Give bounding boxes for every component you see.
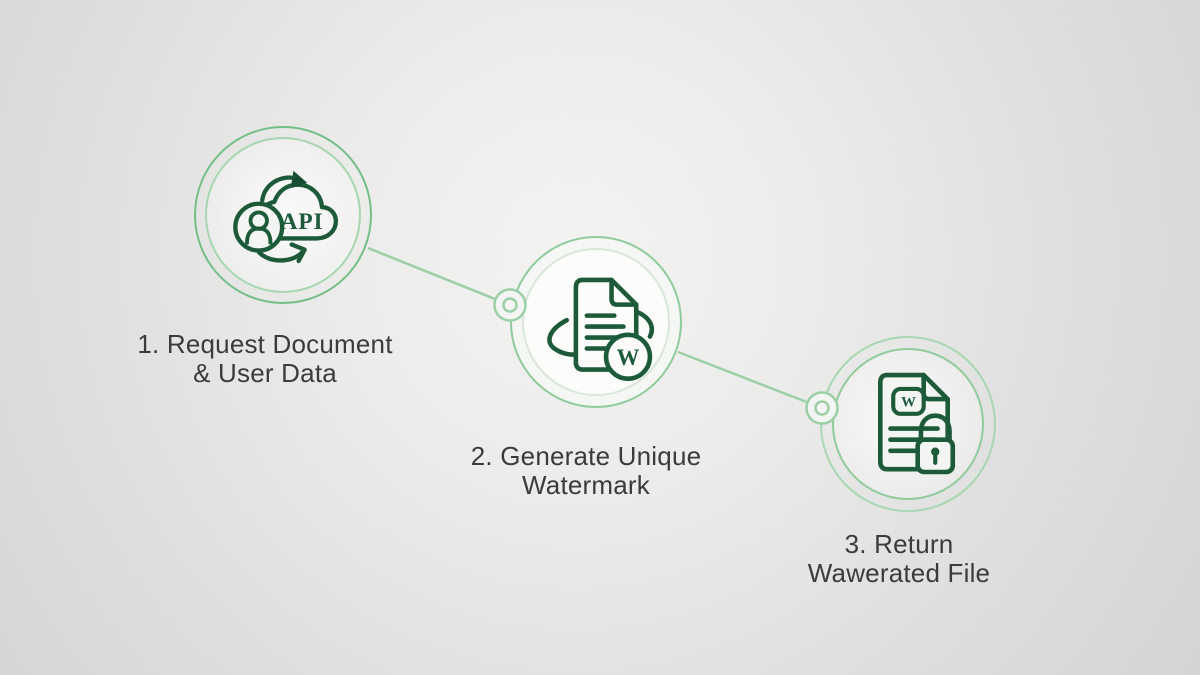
- step-2-label: 2. Generate Unique Watermark: [426, 442, 746, 500]
- lock-shackle: [918, 413, 952, 444]
- step-1-label-line1: 1. Request Document: [137, 329, 393, 359]
- document-fold: [609, 277, 639, 307]
- watermark-letter: W: [617, 345, 640, 370]
- connector-line-1-2: [367, 246, 511, 307]
- arrowhead-top: [290, 170, 308, 189]
- step-3-label-line1: 3. Return: [844, 529, 954, 559]
- step-2-circle: W: [510, 236, 682, 408]
- watermark-document-icon: W: [547, 277, 655, 381]
- step-1-label-line2: & User Data: [193, 358, 337, 388]
- api-cloud-icon: API: [233, 170, 339, 264]
- lock-keyhole: [931, 447, 940, 456]
- watermark-badge-rect: [891, 386, 926, 416]
- user-shoulders: [245, 226, 273, 245]
- step-3-label-line2: Wawerated File: [807, 558, 991, 588]
- step-3-circle: W: [820, 336, 996, 512]
- api-label: API: [281, 209, 324, 235]
- refresh-arrow-bottom: [254, 247, 306, 263]
- step-3-label: 3. Return Wawerated File: [739, 530, 1059, 588]
- step-2-label-line2: Watermark: [522, 470, 650, 500]
- step-1-label: 1. Request Document & User Data: [105, 330, 425, 388]
- step-2-label-line1: 2. Generate Unique: [470, 441, 702, 471]
- connector-line-2-3: [677, 350, 823, 410]
- watermark-letter: W: [901, 394, 916, 410]
- watermark-badge-circle: [603, 332, 653, 381]
- step-1-circle: API: [194, 126, 372, 304]
- arrowhead-bottom: [289, 242, 307, 264]
- step-1-outer-ring: [194, 126, 372, 304]
- locked-document-icon: W: [878, 372, 956, 475]
